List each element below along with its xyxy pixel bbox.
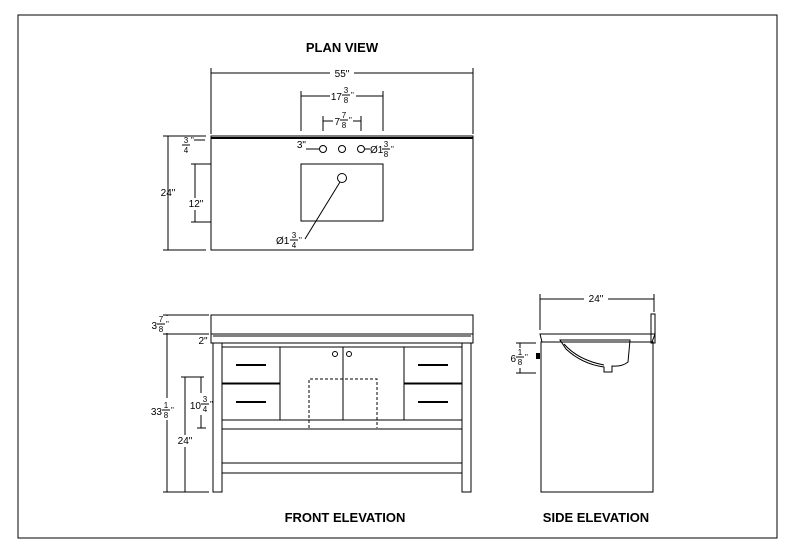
drawer[interactable] <box>403 346 463 384</box>
svg-text:": " <box>210 400 213 409</box>
svg-text:Ø1: Ø1 <box>370 145 384 156</box>
sink-bowl-outline <box>300 163 384 222</box>
side-depth-dimension: 24" <box>589 294 604 305</box>
side-elevation-title: SIDE ELEVATION <box>543 510 649 525</box>
countertop-edge <box>210 333 474 344</box>
sink-depth-dimension: 12" <box>189 199 204 210</box>
door[interactable] <box>342 346 405 421</box>
svg-text:": " <box>299 236 302 245</box>
svg-text:7: 7 <box>159 315 164 324</box>
top-thickness-dimension: 2" <box>198 336 208 347</box>
svg-text:4: 4 <box>292 241 297 250</box>
drawer-handles <box>236 364 448 403</box>
edge-dimension: 3 4 " <box>182 136 205 155</box>
right-leg <box>461 342 472 493</box>
left-leg <box>212 342 223 493</box>
plumbing-cutout <box>308 378 378 428</box>
svg-text:10: 10 <box>190 401 202 412</box>
svg-text:7: 7 <box>334 117 340 128</box>
drain-diameter: Ø1 3 4 " <box>276 231 302 250</box>
drawer-height-dimension: 10 3 4 " <box>190 395 213 414</box>
hole-spacing-dimension: 7 7 8 " <box>334 111 352 130</box>
faucet-hole-diameter: Ø1 3 8 " <box>370 140 394 159</box>
faucet-hole <box>357 145 365 153</box>
svg-text:3: 3 <box>384 140 389 149</box>
svg-text:3: 3 <box>184 136 189 145</box>
svg-text:": " <box>391 145 394 154</box>
total-height-dimension: 33 1 8 " <box>151 401 174 420</box>
hole-offset-dimension: 3" <box>297 140 307 151</box>
svg-text:8: 8 <box>164 411 169 420</box>
svg-text:3: 3 <box>292 231 297 240</box>
width-dimension: 55" <box>335 69 350 80</box>
svg-text:8: 8 <box>344 96 349 105</box>
svg-text:8: 8 <box>159 325 164 334</box>
svg-text:8: 8 <box>518 358 523 367</box>
door-knob <box>332 351 338 357</box>
sink-bowl-profile <box>559 339 631 373</box>
faucet-hole <box>338 145 346 153</box>
front-elevation-title: FRONT ELEVATION <box>285 510 406 525</box>
svg-text:Ø1: Ø1 <box>276 236 290 247</box>
svg-text:4: 4 <box>203 405 208 414</box>
backsplash-height-dimension: 3 7 8 " <box>151 315 169 334</box>
floor-to-drawer-dimension: 24" <box>178 436 193 447</box>
sheet-border <box>17 14 778 539</box>
svg-text:": " <box>191 136 194 145</box>
svg-text:": " <box>525 353 528 362</box>
svg-text:1: 1 <box>518 348 523 357</box>
faucet-profile <box>536 353 540 359</box>
side-elevation: 24" 6 1 8 " SIDE ELEVATION <box>510 293 656 525</box>
front-elevation: 3 7 8 " 2" 33 1 8 " 24" 10 3 4 " FRONT E… <box>151 314 474 525</box>
svg-text:3: 3 <box>344 86 349 95</box>
svg-text:3: 3 <box>151 321 157 332</box>
plan-view: PLAN VIEW 55" 17 3 8 " 7 7 8 " <box>161 40 474 251</box>
svg-text:8: 8 <box>342 121 347 130</box>
drain-hole <box>337 173 347 183</box>
svg-text:": " <box>349 116 352 125</box>
bowl-depth-dimension: 6 1 8 " <box>510 348 528 367</box>
svg-text:8: 8 <box>384 150 389 159</box>
svg-text:33: 33 <box>151 407 163 418</box>
countertop-outline <box>210 135 474 251</box>
svg-text:4: 4 <box>184 146 189 155</box>
side-countertop <box>539 333 656 343</box>
door[interactable] <box>279 346 344 421</box>
svg-text:": " <box>171 406 174 415</box>
faucet-spread-dimension: 17 3 8 " <box>331 86 354 105</box>
side-cabinet <box>540 341 654 493</box>
faucet-hole <box>319 145 327 153</box>
svg-text:17: 17 <box>331 92 343 103</box>
svg-text:": " <box>351 91 354 100</box>
plan-view-title: PLAN VIEW <box>306 40 379 55</box>
backsplash <box>210 314 474 335</box>
bottom-shelf <box>221 462 463 474</box>
depth-dimension: 24" <box>161 188 176 199</box>
svg-text:7: 7 <box>342 111 347 120</box>
svg-text:3: 3 <box>203 395 208 404</box>
svg-text:": " <box>166 320 169 329</box>
svg-text:6: 6 <box>510 354 516 365</box>
svg-text:1: 1 <box>164 401 169 410</box>
door-knob <box>346 351 352 357</box>
